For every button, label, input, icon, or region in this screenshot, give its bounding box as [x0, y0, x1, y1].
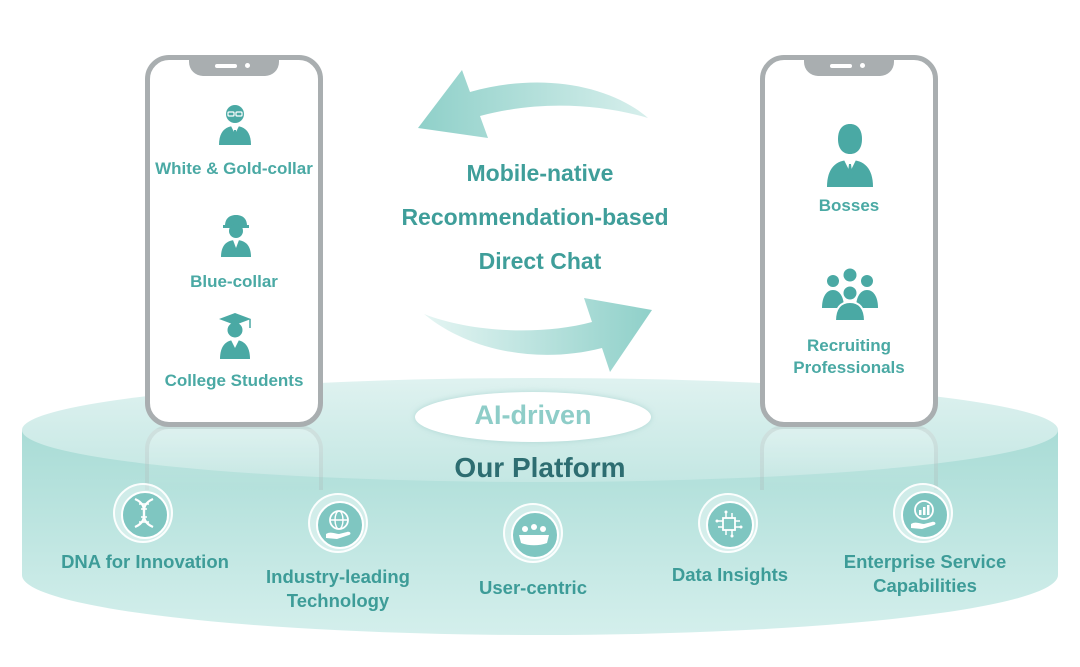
platform-title: Our Platform: [454, 452, 626, 483]
group-icon: [822, 268, 878, 322]
phone-notch: [804, 58, 894, 76]
feature-icon-circle: [503, 503, 563, 563]
ai-driven-label: AI-driven: [474, 400, 592, 430]
role-label-college-students: College Students: [164, 371, 304, 390]
users-icon: [519, 524, 549, 546]
center-line-2: Recommendation-based: [401, 204, 669, 230]
graduate-icon: [219, 313, 251, 359]
right-phone-reflection: [760, 425, 938, 490]
globe-hand-icon: [326, 510, 351, 539]
feature-icon-circle: [113, 483, 173, 543]
feature-icon-circle: [698, 493, 758, 553]
ai-driven-badge: [415, 392, 651, 442]
feature-label-technology: Industry-leading Technology: [266, 566, 410, 611]
feature-label-dna: DNA for Innovation: [61, 551, 229, 572]
center-line-3: Direct Chat: [478, 248, 602, 274]
phone-notch: [189, 58, 279, 76]
hardhat-worker-icon: [221, 215, 251, 257]
role-label-blue-collar: Blue-collar: [190, 272, 278, 291]
arrow-right-icon: [424, 298, 652, 372]
left-phone-reflection: [145, 425, 323, 490]
feature-label-enterprise: Enterprise Service Capabilities: [843, 551, 1007, 596]
left-phone: White & Gold-collar Blue-collar College …: [145, 55, 323, 427]
role-label-bosses: Bosses: [818, 196, 880, 215]
role-label-recruiting: Recruiting Professionals: [793, 336, 905, 377]
center-line-1: Mobile-native: [466, 160, 614, 186]
chip-icon: [715, 510, 743, 538]
right-phone: Bosses Recruiting Professionals: [760, 55, 938, 427]
feature-label-user-centric: User-centric: [479, 577, 587, 598]
arrow-left-icon: [418, 70, 648, 138]
role-label-white-collar: White & Gold-collar: [155, 159, 313, 178]
dna-icon: [134, 497, 154, 529]
feature-icon-circle: [308, 493, 368, 553]
white-collar-worker-icon: [219, 105, 251, 145]
feature-label-data-insights: Data Insights: [671, 564, 789, 585]
chart-hand-icon: [911, 500, 936, 529]
businessman-icon: [827, 124, 873, 187]
feature-icon-circle: [893, 483, 953, 543]
